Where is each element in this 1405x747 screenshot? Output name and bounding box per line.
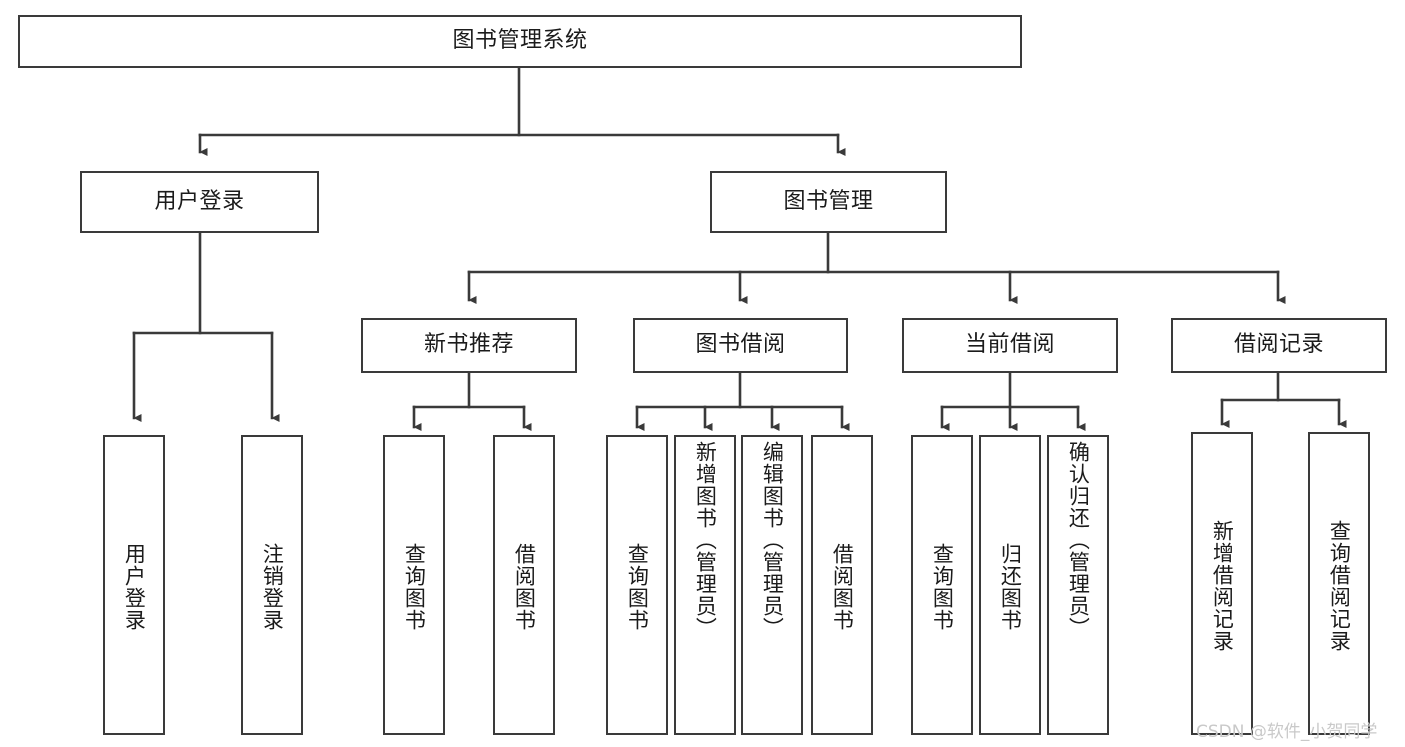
node-leaf-add-book[interactable]: 新增图书（管理员）	[674, 435, 736, 735]
node-leaf-edit-book-label: 编辑图书（管理员）	[760, 441, 785, 639]
node-leaf-borrow-book-1[interactable]: 借阅图书	[493, 435, 555, 735]
node-leaf-borrow-book-2-label: 借阅图书	[830, 543, 855, 631]
node-user-login[interactable]: 用户登录	[80, 171, 319, 233]
node-current-borrow[interactable]: 当前借阅	[902, 318, 1118, 373]
node-current-borrow-label: 当前借阅	[964, 332, 1055, 358]
node-leaf-return-book[interactable]: 归还图书	[979, 435, 1041, 735]
node-leaf-return-book-label: 归还图书	[998, 543, 1023, 631]
node-leaf-confirm-return-label: 确认归还（管理员）	[1066, 441, 1091, 639]
node-root-title-label: 图书管理系统	[452, 28, 588, 54]
node-leaf-borrow-book-2[interactable]: 借阅图书	[811, 435, 873, 735]
node-leaf-query-book-1-label: 查询图书	[402, 543, 427, 631]
node-leaf-query-book-2-label: 查询图书	[625, 543, 650, 631]
node-leaf-query-book-3[interactable]: 查询图书	[911, 435, 973, 735]
node-leaf-add-record[interactable]: 新增借阅记录	[1191, 432, 1253, 735]
node-leaf-user-login[interactable]: 用户登录	[103, 435, 165, 735]
node-borrow-record[interactable]: 借阅记录	[1171, 318, 1387, 373]
node-leaf-user-login-label: 用户登录	[122, 543, 147, 631]
node-leaf-borrow-book-1-label: 借阅图书	[512, 543, 537, 631]
node-book-management[interactable]: 图书管理	[710, 171, 947, 233]
node-leaf-query-book-1[interactable]: 查询图书	[383, 435, 445, 735]
node-leaf-logout-login[interactable]: 注销登录	[241, 435, 303, 735]
node-book-borrow[interactable]: 图书借阅	[633, 318, 848, 373]
node-leaf-query-book-3-label: 查询图书	[930, 543, 955, 631]
node-book-management-label: 图书管理	[783, 188, 874, 214]
node-root-title[interactable]: 图书管理系统	[18, 15, 1022, 68]
node-new-book-recommend[interactable]: 新书推荐	[361, 318, 577, 373]
node-leaf-query-book-2[interactable]: 查询图书	[606, 435, 668, 735]
node-leaf-edit-book[interactable]: 编辑图书（管理员）	[741, 435, 803, 735]
node-book-borrow-label: 图书借阅	[695, 332, 786, 358]
node-leaf-confirm-return[interactable]: 确认归还（管理员）	[1047, 435, 1109, 735]
node-leaf-add-record-label: 新增借阅记录	[1210, 519, 1235, 652]
node-leaf-query-record-label: 查询借阅记录	[1327, 519, 1352, 652]
node-leaf-query-record[interactable]: 查询借阅记录	[1308, 432, 1370, 735]
node-borrow-record-label: 借阅记录	[1233, 332, 1324, 358]
node-user-login-label: 用户登录	[154, 188, 245, 214]
node-new-book-recommend-label: 新书推荐	[423, 332, 514, 358]
node-leaf-logout-login-label: 注销登录	[260, 543, 285, 631]
node-leaf-add-book-label: 新增图书（管理员）	[693, 441, 718, 639]
